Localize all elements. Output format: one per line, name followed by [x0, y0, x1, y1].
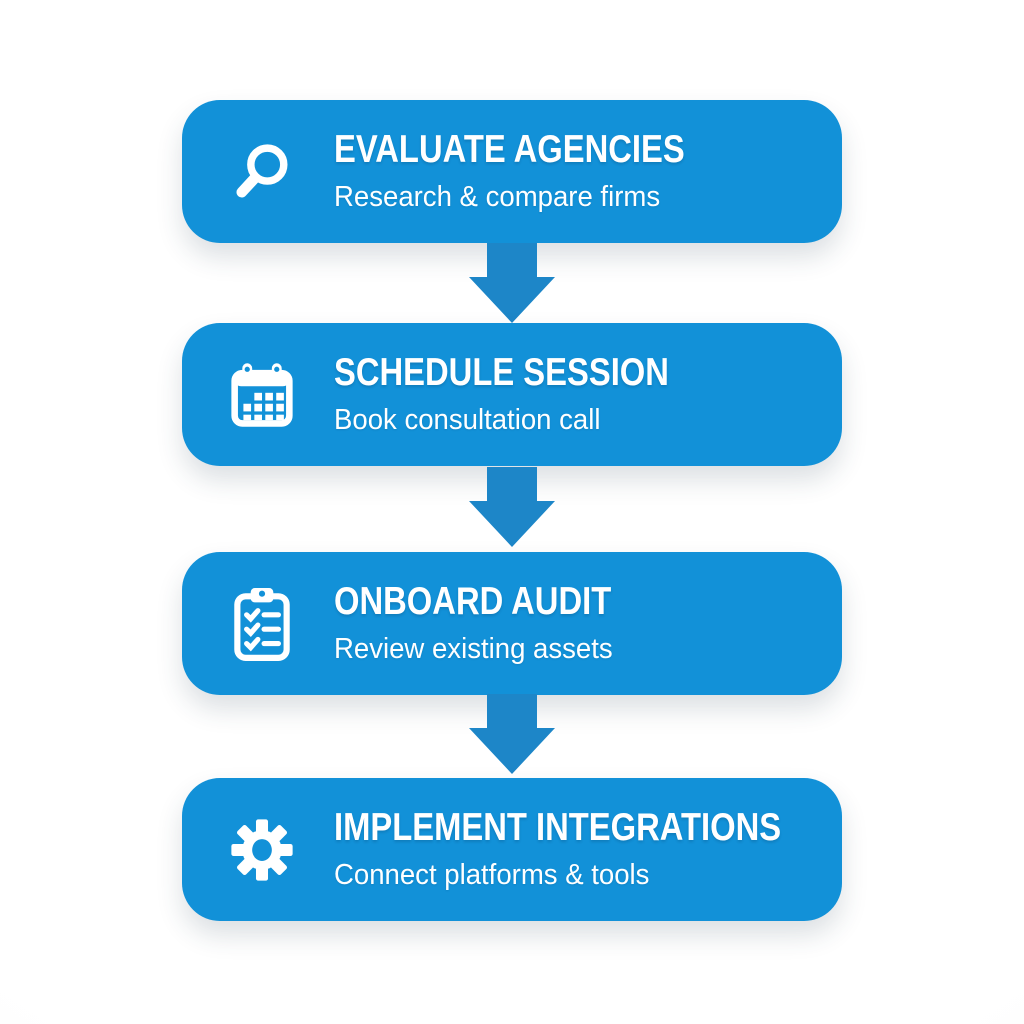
step-subtitle: Book consultation call: [334, 403, 601, 436]
step-text-block: SCHEDULE SESSION Book consultation call: [334, 353, 733, 437]
step-subtitle: Research & compare firms: [334, 180, 661, 213]
step-card-onboard-audit: ONBOARD AUDIT Review existing assets: [182, 552, 842, 695]
step-title: EVALUATE AGENCIES: [334, 127, 685, 171]
step-subtitle: Review existing assets: [334, 632, 613, 665]
step-card-schedule-session: SCHEDULE SESSION Book consultation call: [182, 323, 842, 466]
step-text-block: IMPLEMENT INTEGRATIONS Connect platforms…: [334, 808, 866, 892]
clipboard-checklist-icon: [226, 584, 298, 664]
down-arrow-connector: [469, 467, 555, 547]
step-text-block: EVALUATE AGENCIES Research & compare fir…: [334, 130, 751, 214]
gear-icon: [226, 810, 298, 890]
step-card-implement-integrations: IMPLEMENT INTEGRATIONS Connect platforms…: [182, 778, 842, 921]
magnifier-icon: [226, 132, 298, 212]
calendar-icon: [226, 355, 298, 435]
down-arrow-connector: [469, 694, 555, 774]
down-arrow-connector: [469, 243, 555, 323]
step-title: SCHEDULE SESSION: [334, 350, 669, 394]
step-text-block: ONBOARD AUDIT Review existing assets: [334, 582, 664, 666]
step-card-evaluate-agencies: EVALUATE AGENCIES Research & compare fir…: [182, 100, 842, 243]
step-title: ONBOARD AUDIT: [334, 579, 612, 623]
step-title: IMPLEMENT INTEGRATIONS: [334, 805, 782, 849]
step-subtitle: Connect platforms & tools: [334, 858, 650, 891]
